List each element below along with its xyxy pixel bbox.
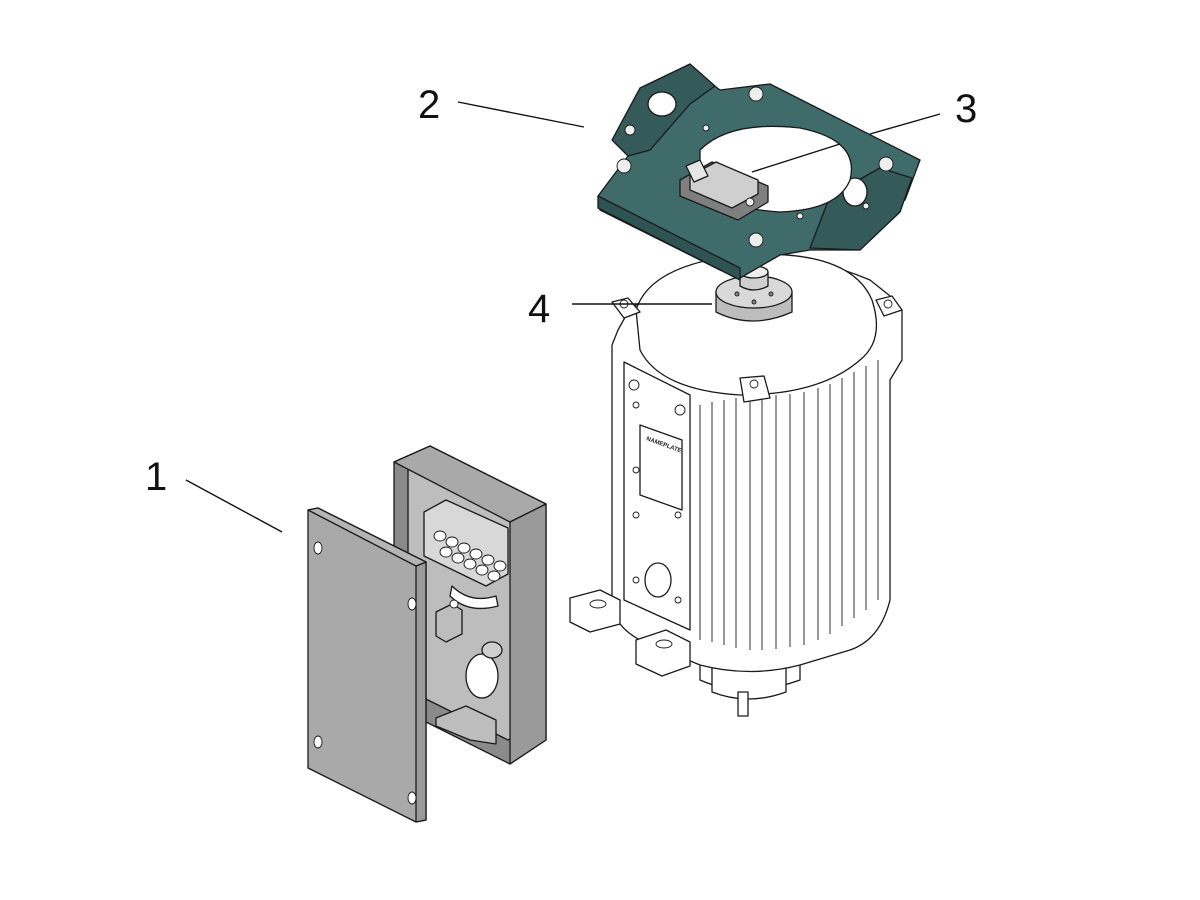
bracket-bolts — [616, 86, 894, 248]
motor-assembly: NAMEPLATE — [569, 253, 903, 717]
callout-label-1: 1 — [145, 455, 167, 499]
cooling-fins — [699, 360, 879, 650]
leader-line-3a — [869, 113, 941, 135]
callout-4: 4 — [528, 287, 712, 331]
leader-line-3b — [751, 143, 841, 173]
nameplate: NAMEPLATE — [639, 424, 683, 511]
bracket-hole-left — [647, 91, 677, 117]
part-3-switch — [679, 159, 769, 221]
motor-feet — [569, 589, 691, 677]
leader-line-2 — [457, 101, 585, 128]
part-4-hub — [715, 265, 793, 322]
callout-label-3: 3 — [955, 87, 977, 131]
callout-label-2: 2 — [418, 83, 440, 127]
terminal-box-lid — [307, 507, 427, 823]
part-2-bracket — [597, 63, 921, 281]
terminal-block — [423, 499, 509, 587]
callout-3: 3 — [751, 87, 977, 173]
callout-2: 2 — [418, 83, 585, 128]
callout-label-4: 4 — [528, 287, 550, 331]
end-shield-lugs — [611, 295, 903, 403]
callout-1: 1 — [145, 455, 283, 533]
cable-entry-hole — [644, 562, 672, 598]
part-1-terminal-box — [307, 445, 547, 823]
face-screws — [628, 379, 686, 604]
leader-line-1 — [185, 479, 283, 533]
